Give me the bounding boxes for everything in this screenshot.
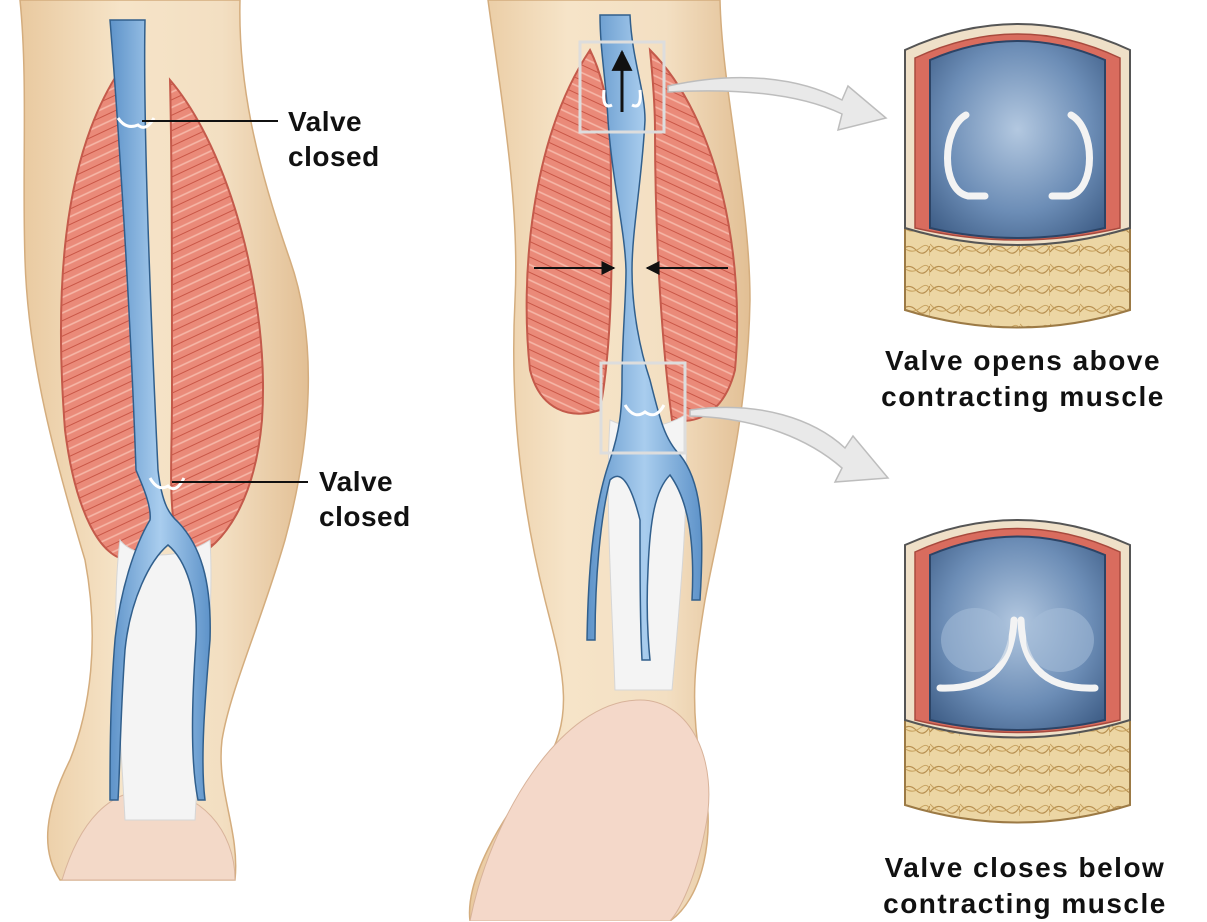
bottom-caption-line2: contracting muscle — [850, 886, 1200, 922]
upper-valve-label: Valve closed — [288, 104, 380, 174]
middle-leg — [470, 0, 750, 921]
top-caption: Valve opens above contracting muscle — [848, 343, 1198, 415]
upper-valve-label-line2: closed — [288, 139, 380, 174]
open-valve-cross-section — [905, 24, 1130, 328]
upper-valve-label-line1: Valve — [288, 104, 380, 139]
top-caption-line1: Valve opens above — [848, 343, 1198, 379]
lower-valve-label-line2: closed — [319, 499, 411, 534]
open-section-lumen — [930, 41, 1105, 238]
top-caption-line2: contracting muscle — [848, 379, 1198, 415]
lower-valve-label-line1: Valve — [319, 464, 411, 499]
left-leg — [20, 0, 308, 880]
lower-valve-label: Valve closed — [319, 464, 411, 534]
bottom-caption-line1: Valve closes below — [850, 850, 1200, 886]
closed-left-cusp-bulge — [941, 608, 1009, 672]
bottom-caption: Valve closes below contracting muscle — [850, 850, 1200, 922]
middle-heel — [470, 700, 709, 921]
closed-valve-cross-section — [905, 520, 1130, 823]
closed-right-cusp-bulge — [1026, 608, 1094, 672]
